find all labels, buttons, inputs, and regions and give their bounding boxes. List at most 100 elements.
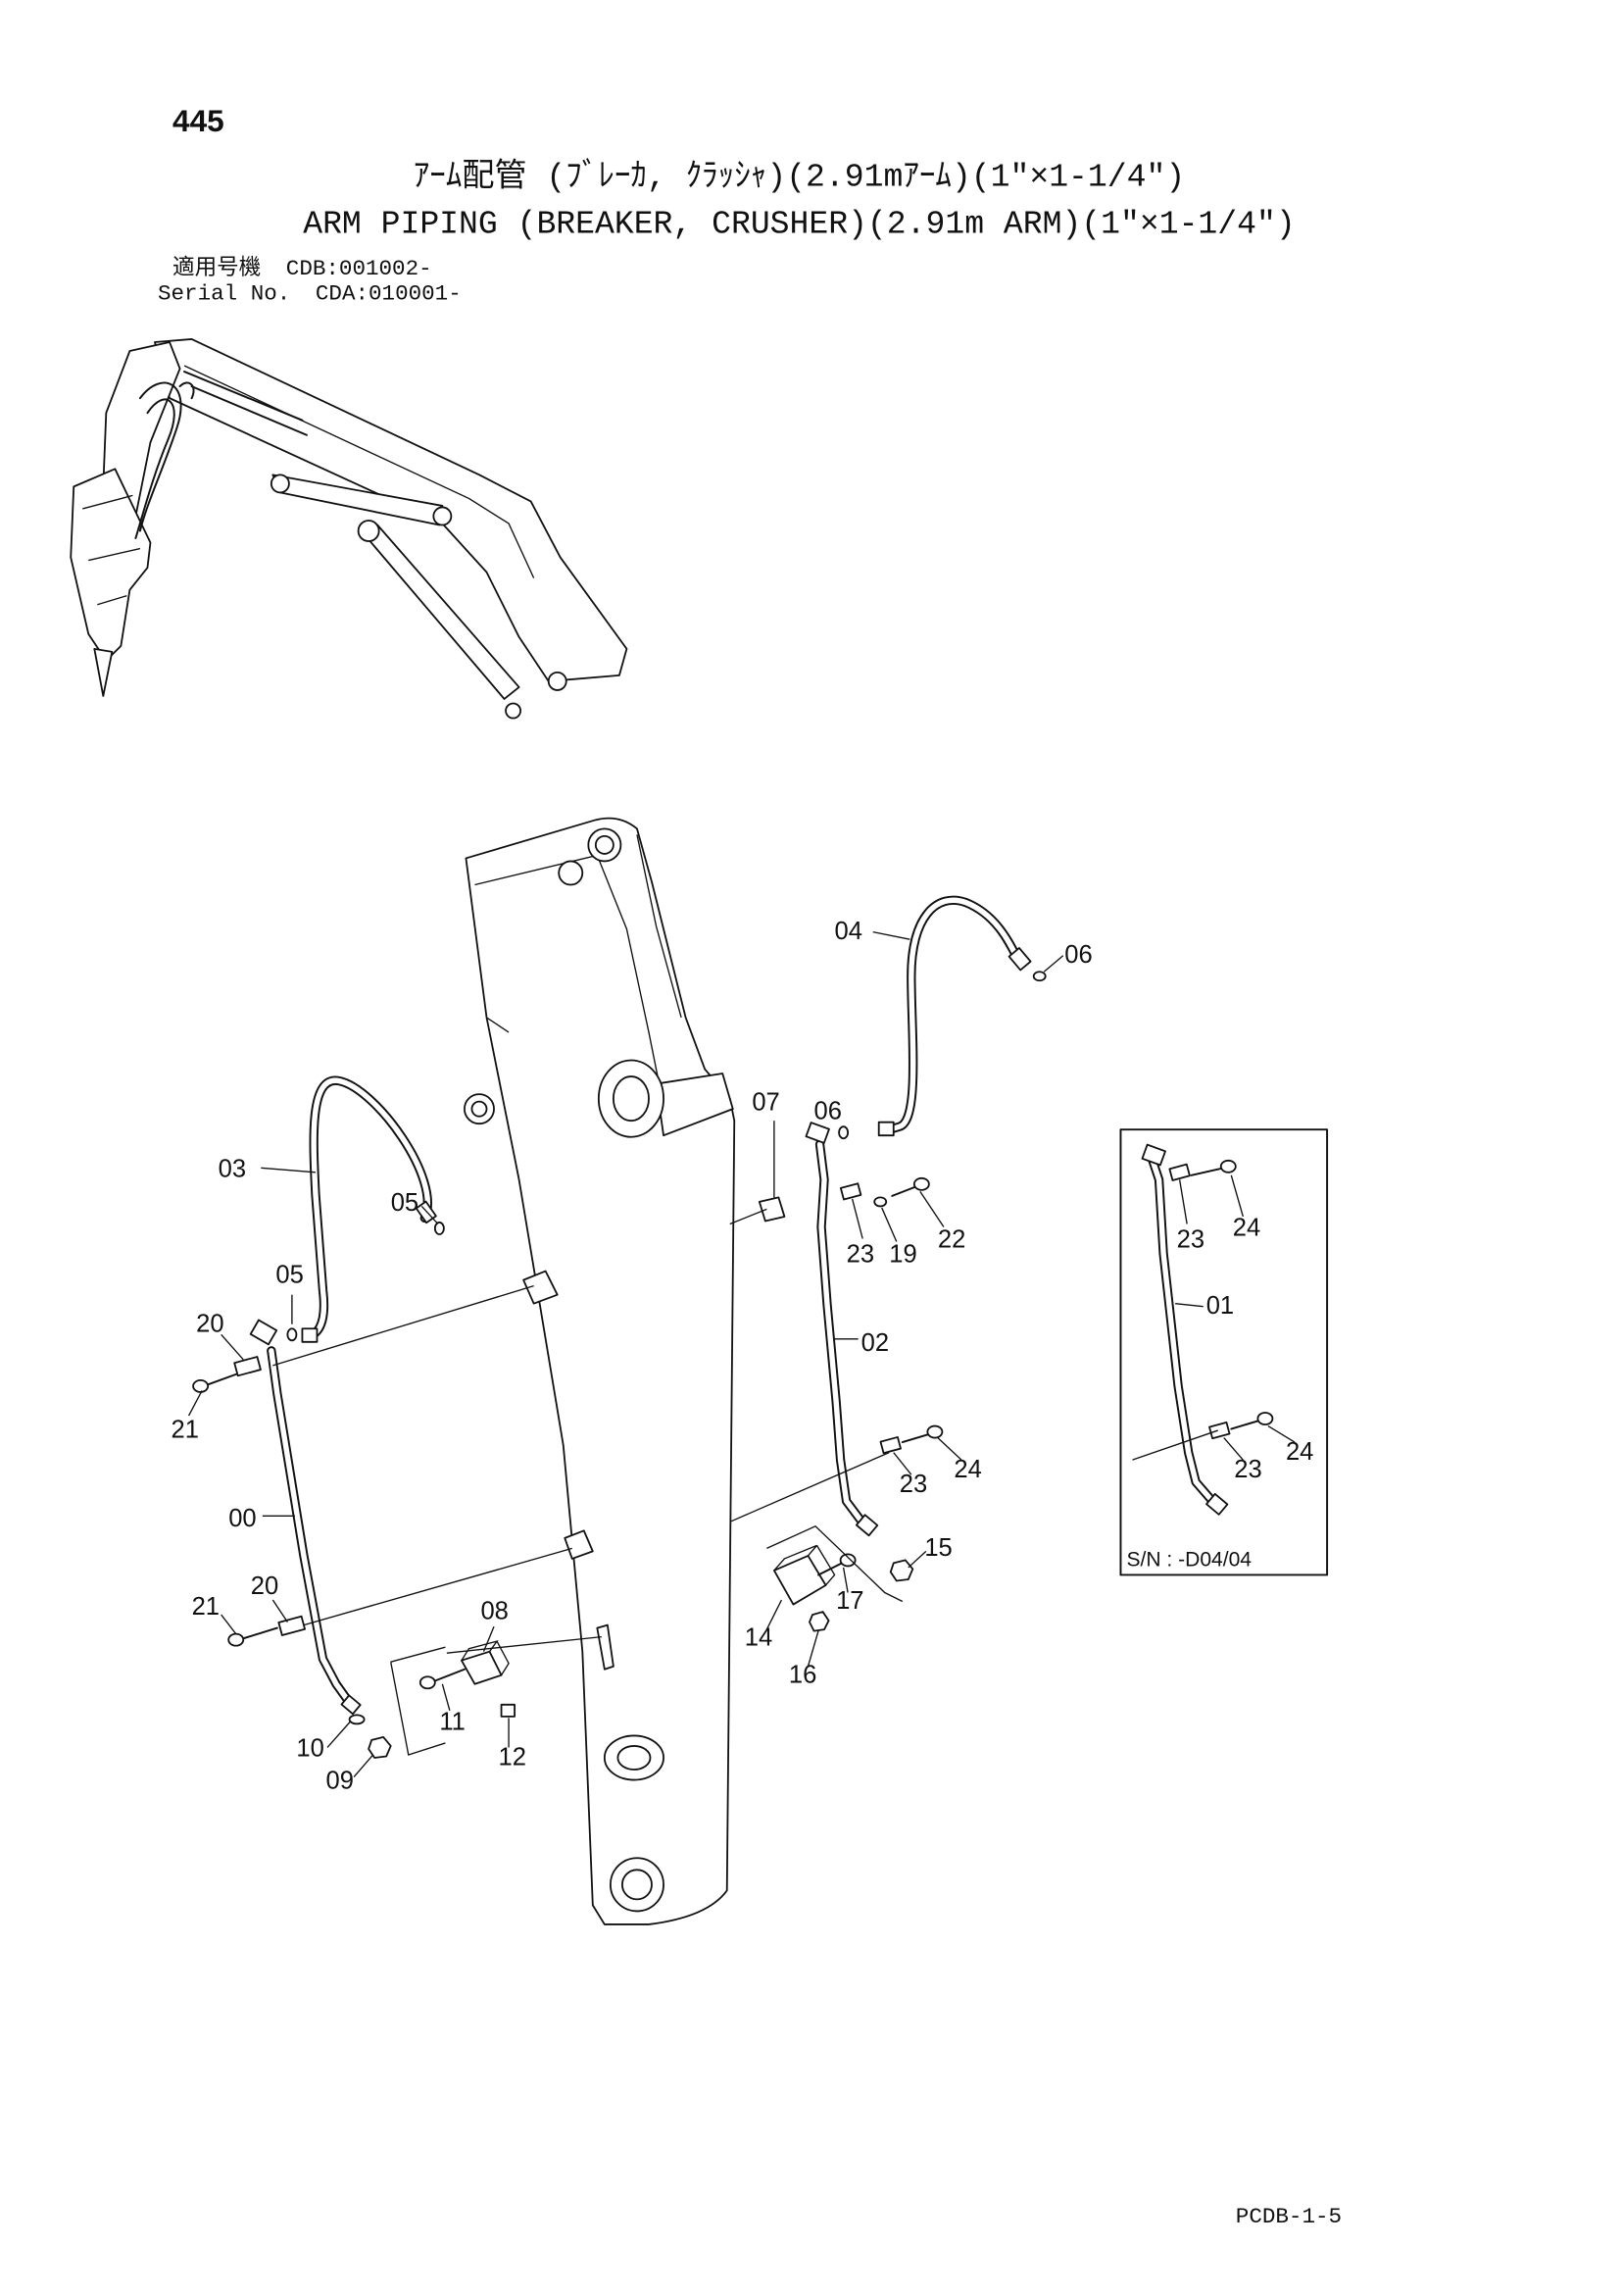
arm-cylinder-bracket bbox=[655, 1073, 734, 1137]
title-english: ARM PIPING (BREAKER, CRUSHER)(2.91m ARM)… bbox=[303, 206, 1295, 243]
callout-09: 09 bbox=[326, 1768, 354, 1795]
bolt-22-shaft bbox=[891, 1184, 920, 1197]
callout-12: 12 bbox=[499, 1743, 526, 1771]
hose-04-end-fitting bbox=[1008, 947, 1032, 972]
leader-19 bbox=[881, 1207, 898, 1242]
inset-callout-01: 01 bbox=[1206, 1292, 1234, 1320]
inset-bolt-24-lower-head bbox=[1256, 1412, 1274, 1425]
inset-leader-24-lower bbox=[1267, 1424, 1296, 1443]
leader-04 bbox=[872, 930, 910, 940]
applicability-label-jp: 適用号機 bbox=[172, 255, 261, 281]
pipe-02-end-fitting bbox=[855, 1514, 879, 1537]
leader-23-upper bbox=[851, 1198, 863, 1239]
leader-15 bbox=[908, 1550, 927, 1569]
pipe-00-inner bbox=[269, 1348, 354, 1708]
ref-line-clamp-23 bbox=[729, 1451, 890, 1522]
clamp-08-bracket-outline bbox=[390, 1646, 446, 1756]
ref-line-clamp-20-lower bbox=[303, 1547, 572, 1626]
block-14-bracket-outline bbox=[766, 1525, 904, 1603]
o-ring-10 bbox=[348, 1714, 366, 1725]
arm-left-face-line bbox=[486, 1017, 510, 1033]
callout-04: 04 bbox=[835, 918, 862, 945]
callout-10: 10 bbox=[296, 1734, 323, 1762]
leader-14 bbox=[765, 1599, 783, 1630]
bolt-21-upper-shaft bbox=[202, 1373, 237, 1387]
callout-14: 14 bbox=[745, 1624, 772, 1652]
inset-callout-23-lower: 23 bbox=[1234, 1456, 1261, 1483]
callout-20-upper: 20 bbox=[196, 1310, 223, 1337]
overview-boom-inner-line bbox=[183, 365, 535, 578]
ref-line-clamp-20-upper bbox=[272, 1284, 534, 1367]
leader-10 bbox=[326, 1720, 352, 1748]
callout-24-lower: 24 bbox=[954, 1456, 981, 1483]
serial-label: Serial No. bbox=[158, 280, 290, 306]
callout-00: 00 bbox=[228, 1505, 256, 1532]
pipe-02-elbow-fitting bbox=[805, 1122, 830, 1144]
overview-hydraulic-hoses bbox=[134, 381, 195, 540]
serial-number: CDA:010001- bbox=[316, 280, 462, 306]
callout-08: 08 bbox=[480, 1598, 508, 1625]
o-ring-06-upper bbox=[1032, 971, 1047, 982]
left-piping bbox=[192, 1075, 516, 1759]
leader-08 bbox=[482, 1625, 495, 1652]
inset-clamp-23-upper bbox=[1168, 1163, 1191, 1181]
callout-labels: 04 06 06 07 03 05 05 20 21 00 21 20 08 1… bbox=[172, 918, 1314, 1794]
callout-20-lower: 20 bbox=[251, 1572, 278, 1600]
leader-22 bbox=[919, 1190, 945, 1227]
o-ring-05-lower bbox=[286, 1327, 298, 1342]
overview-pin-1 bbox=[270, 474, 290, 494]
inset-callout-24-lower: 24 bbox=[1286, 1438, 1313, 1466]
callout-16: 16 bbox=[789, 1661, 816, 1688]
o-ring-05-upper bbox=[433, 1222, 445, 1235]
leader-06-upper bbox=[1043, 955, 1064, 973]
pipe-01-elbow-fitting bbox=[1141, 1143, 1166, 1167]
overview-excavator-front bbox=[70, 338, 628, 720]
leader-16 bbox=[807, 1630, 819, 1667]
block-07 bbox=[758, 1196, 786, 1223]
overview-breaker bbox=[70, 468, 152, 662]
callout-17: 17 bbox=[836, 1587, 863, 1615]
overview-pin-2 bbox=[432, 506, 453, 526]
inset-serial-label: S/N : -D04/04 bbox=[1126, 1548, 1252, 1571]
nut-09 bbox=[368, 1736, 392, 1759]
bolt-24-shaft bbox=[901, 1432, 933, 1444]
arm-link-pin-bore bbox=[616, 1745, 652, 1771]
leader-24-lower bbox=[937, 1437, 962, 1461]
pipe-00-elbow-fitting bbox=[249, 1319, 278, 1346]
fitting-15 bbox=[889, 1559, 914, 1582]
overview-breaker-chisel bbox=[93, 647, 114, 697]
ref-line-block-07 bbox=[729, 1208, 767, 1225]
o-ring-06-lower bbox=[838, 1125, 850, 1140]
clamp-20-lower bbox=[277, 1615, 306, 1636]
leader-03 bbox=[261, 1167, 317, 1173]
pipe-00-end-fitting bbox=[340, 1694, 362, 1716]
callout-21-lower: 21 bbox=[192, 1593, 220, 1621]
inset-bolt-24-upper-head bbox=[1219, 1159, 1237, 1173]
callout-22: 22 bbox=[938, 1226, 965, 1254]
page-number: 445 bbox=[172, 103, 224, 138]
applicability-model-line: 適用号機 CDB:001002- bbox=[172, 255, 432, 281]
leader-23-lower bbox=[893, 1452, 912, 1475]
inset-detail: S/N : -D04/04 bbox=[1119, 1128, 1329, 1576]
callout-06-lower: 06 bbox=[814, 1098, 842, 1125]
washer-19 bbox=[873, 1196, 888, 1208]
pipe-02-inner bbox=[816, 1141, 867, 1528]
main-arm bbox=[464, 817, 736, 1925]
page-code: PCDB-1-5 bbox=[1236, 2204, 1342, 2229]
callout-03: 03 bbox=[219, 1155, 246, 1182]
ref-line-clamp-08 bbox=[446, 1635, 602, 1654]
callout-23-upper: 23 bbox=[847, 1241, 874, 1269]
inset-bolt-24-lower-shaft bbox=[1230, 1419, 1262, 1430]
leader-21-upper bbox=[187, 1390, 203, 1417]
callout-11: 11 bbox=[439, 1708, 466, 1735]
overview-pin-3 bbox=[357, 520, 380, 542]
hose-04-inner bbox=[882, 897, 1020, 1134]
inset-leader-23-upper bbox=[1178, 1179, 1188, 1224]
callout-21-upper: 21 bbox=[172, 1417, 199, 1444]
leader-lines bbox=[187, 930, 1064, 1777]
callout-07: 07 bbox=[752, 1089, 779, 1117]
hose-03-inner bbox=[304, 1077, 430, 1339]
overview-pin-4 bbox=[505, 702, 522, 720]
arm-side-boss-bore bbox=[470, 1100, 488, 1118]
